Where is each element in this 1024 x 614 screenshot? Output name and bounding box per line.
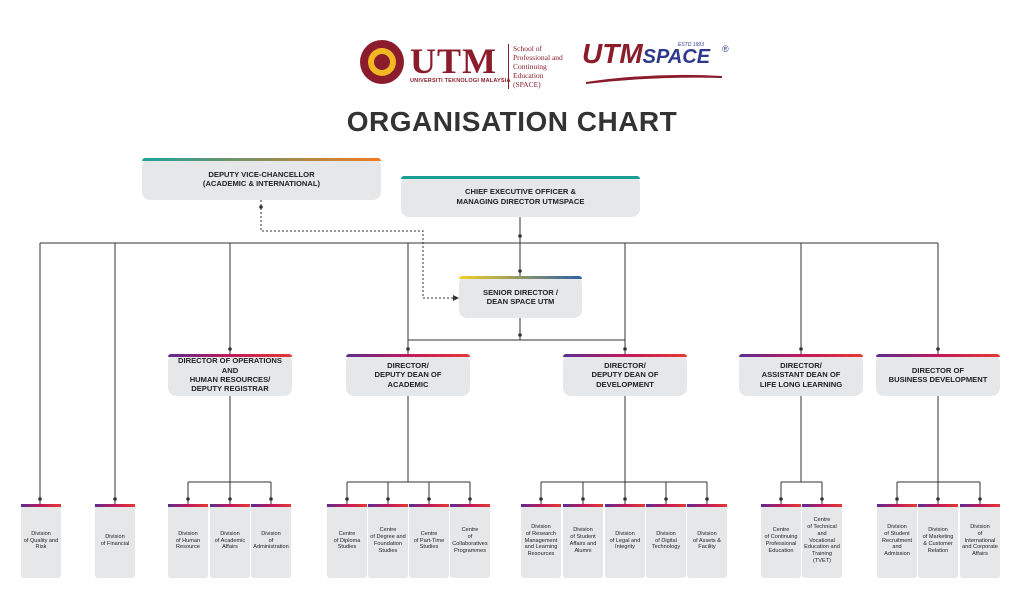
director-academic-box: DIRECTOR/ DEPUTY DEAN OF ACADEMIC [346,354,470,396]
leaf-student-affairs: Division of Student Affairs and Alumni [563,504,603,578]
leaf-international: Division of International and Corporate … [960,504,1000,578]
leaf-degree: Centre of Degree and Foundation Studies [368,504,408,578]
director-bizdev-label: DIRECTOR OF BUSINESS DEVELOPMENT [888,365,988,384]
director-operations-box: DIRECTOR OF OPERATIONS AND HUMAN RESOURC… [168,354,292,396]
space-estd: ESTD 1993 [678,42,704,48]
utm-logo-text: UTM [410,41,497,81]
leaf-administration: Division of Administration [251,504,291,578]
leaf-digital: Division of Digital Technology [646,504,686,578]
swoosh-icon [586,74,722,84]
leaf-marketing: Division of Marketing & Customer Relatio… [918,504,958,578]
leaf-tvet: Centre of Technical and Vocational Educa… [802,504,842,578]
leaf-marketing-label: Division of Marketing & Customer Relatio… [922,527,954,554]
space-logo-utm: UTM [582,38,643,69]
leaf-cpe-label: Centre of Continuing Professional Educat… [764,527,798,554]
leaf-diploma: Centre of Diploma Studies [327,504,367,578]
leaf-assets-label: Division of Assets & Facility [693,530,721,551]
director-operations-label: DIRECTOR OF OPERATIONS AND HUMAN RESOURC… [178,356,282,394]
utmspace-logo: UTMSPACE [582,38,710,70]
leaf-academic-affairs: Division of Academic Affairs [210,504,250,578]
utm-university-name: UNIVERSITI TEKNOLOGI MALAYSIA [410,78,511,84]
leaf-quality: Division of Quality and Risk [21,504,61,578]
leaf-tvet-label: Centre of Technical and Vocational Educa… [804,516,840,565]
space-registered-mark: ® [722,44,729,54]
dvc-box: DEPUTY VICE-CHANCELLOR (ACADEMIC & INTER… [142,158,381,200]
leaf-collab: Centre of Collaboratives Programmes [450,504,490,578]
senior-director-box: SENIOR DIRECTOR / DEAN SPACE UTM [459,276,582,318]
leaf-quality-label: Division of Quality and Risk [23,530,59,551]
leaf-financial: Division of Financial [95,504,135,578]
leaf-student-affairs-label: Division of Student Affairs and Alumni [569,527,597,554]
leaf-international-label: Division of International and Corporate … [962,523,998,558]
director-development-label: DIRECTOR/ DEPUTY DEAN OF DEVELOPMENT [591,360,659,389]
leaf-hr: Division of Human Resource [168,504,208,578]
leaf-parttime: Centre of Part-Time Studies [409,504,449,578]
space-logo-space: SPACE [642,46,711,68]
leaf-recruitment-label: Division of Student Recruitment and Admi… [881,523,913,558]
leaf-legal-label: Division of Legal and Integrity [609,530,641,551]
leaf-diploma-label: Centre of Diploma Studies [333,530,361,551]
director-development-box: DIRECTOR/ DEPUTY DEAN OF DEVELOPMENT [563,354,687,396]
leaf-recruitment: Division of Student Recruitment and Admi… [877,504,917,578]
leaf-digital-label: Division of Digital Technology [651,530,681,551]
director-lll-box: DIRECTOR/ ASSISTANT DEAN OF LIFE LONG LE… [739,354,863,396]
ceo-label: CHIEF EXECUTIVE OFFICER & MANAGING DIREC… [456,187,585,206]
leaf-academic-affairs-label: Division of Academic Affairs [214,530,246,551]
leaf-administration-label: Division of Administration [253,530,289,551]
director-academic-label: DIRECTOR/ DEPUTY DEAN OF ACADEMIC [374,360,442,389]
leaf-financial-label: Division of Financial [100,534,130,547]
leaf-degree-label: Centre of Degree and Foundation Studies [370,527,406,554]
leaf-collab-label: Centre of Collaboratives Programmes [452,527,488,554]
school-name: School of Professional and Continuing Ed… [508,44,563,89]
senior-director-label: SENIOR DIRECTOR / DEAN SPACE UTM [483,287,558,306]
leaf-assets: Division of Assets & Facility [687,504,727,578]
director-bizdev-box: DIRECTOR OF BUSINESS DEVELOPMENT [876,354,1000,396]
leaf-parttime-label: Centre of Part-Time Studies [413,530,445,551]
dvc-label: DEPUTY VICE-CHANCELLOR (ACADEMIC & INTER… [202,169,321,188]
leaf-research: Division of Research Management and Lear… [521,504,561,578]
ceo-box: CHIEF EXECUTIVE OFFICER & MANAGING DIREC… [401,176,640,217]
leaf-hr-label: Division of Human Resource [175,530,201,551]
director-lll-label: DIRECTOR/ ASSISTANT DEAN OF LIFE LONG LE… [759,360,843,389]
leaf-research-label: Division of Research Management and Lear… [524,523,558,558]
leaf-cpe: Centre of Continuing Professional Educat… [761,504,801,578]
utm-seal-core [374,54,390,70]
page-title: ORGANISATION CHART [346,106,678,137]
leaf-legal: Division of Legal and Integrity [605,504,645,578]
